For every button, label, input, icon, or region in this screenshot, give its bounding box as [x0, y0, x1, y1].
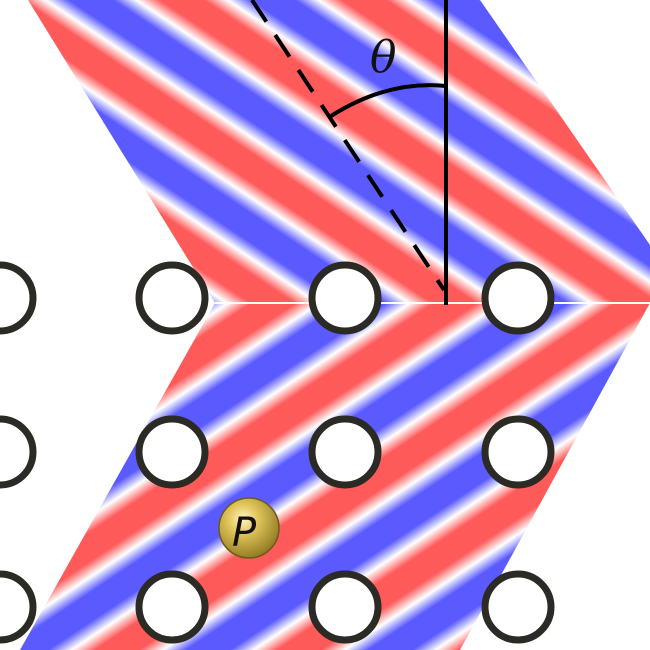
lattice-atom — [135, 261, 209, 335]
lattice-atom — [0, 261, 37, 335]
angle-arc — [329, 83, 447, 118]
lattice-atom — [481, 570, 555, 644]
particle-sphere — [218, 497, 280, 559]
lattice-atom — [0, 415, 37, 489]
incident-wave-band — [28, 0, 650, 303]
lattice-atom — [481, 261, 555, 335]
lattice-atom — [308, 570, 382, 644]
lattice-atom — [135, 570, 209, 644]
particle: P — [218, 497, 280, 559]
particle-label: P — [232, 510, 257, 556]
lattice-atom — [135, 415, 209, 489]
lattice — [0, 261, 555, 644]
lattice-atom — [308, 261, 382, 335]
incidence-direction-line — [250, 0, 446, 292]
angle-label: θ — [370, 32, 397, 83]
lattice-atom — [308, 415, 382, 489]
lattice-atom — [481, 415, 555, 489]
lattice-atom — [0, 570, 37, 644]
